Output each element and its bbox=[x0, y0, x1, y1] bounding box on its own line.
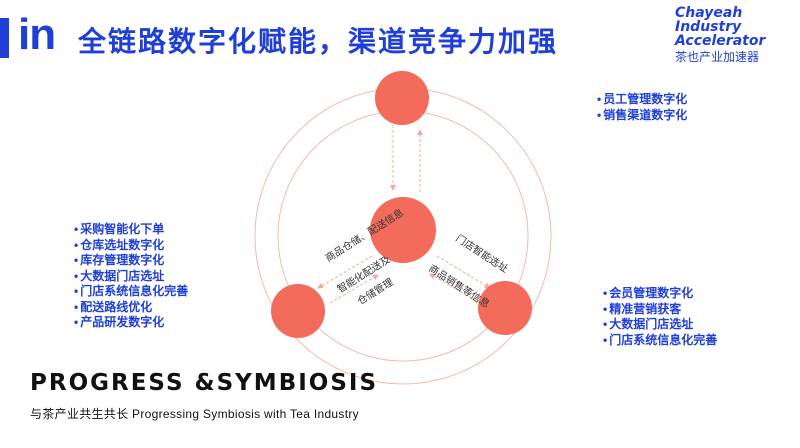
list-item: 精准营销获客 bbox=[603, 302, 717, 318]
label-right-top: 门店智能选址 bbox=[453, 232, 510, 276]
footer-title: PROGRESS &SYMBIOSIS bbox=[30, 370, 379, 396]
list-item: 大数据门店选址 bbox=[603, 317, 717, 333]
list-item: 配送路线优化 bbox=[74, 300, 188, 316]
brand-logo: Chayeah Industry Accelerator 茶也产业加速器 bbox=[675, 6, 790, 64]
node-left bbox=[271, 284, 325, 338]
connector-left-in bbox=[329, 274, 379, 304]
list-item: 门店系统信息化完善 bbox=[74, 284, 188, 300]
list-bottom-right: 会员管理数字化 精准营销获客 大数据门店选址 门店系统信息化完善 bbox=[603, 286, 717, 348]
connector-right-out bbox=[436, 255, 491, 289]
list-item: 会员管理数字化 bbox=[603, 286, 717, 302]
brand-line-3: Accelerator bbox=[675, 33, 766, 49]
list-item: 库存管理数字化 bbox=[74, 253, 188, 269]
brand-line-1: Chayeah bbox=[675, 5, 743, 21]
list-top-right: 员工管理数字化 销售渠道数字化 bbox=[597, 92, 687, 123]
brand-chinese-name: 茶也产业加速器 bbox=[675, 50, 760, 64]
list-item: 仓库选址数字化 bbox=[74, 238, 188, 254]
list-item: 大数据门店选址 bbox=[74, 269, 188, 285]
in-logo: in bbox=[18, 10, 56, 59]
brand-line-2: Industry bbox=[675, 19, 742, 35]
header-accent-bar bbox=[0, 18, 9, 58]
connector-left-out bbox=[317, 255, 373, 289]
list-item: 员工管理数字化 bbox=[597, 92, 687, 108]
list-left: 采购智能化下单 仓库选址数字化 库存管理数字化 大数据门店选址 门店系统信息化完… bbox=[74, 222, 188, 331]
page-title: 全链路数字化赋能，渠道竞争力加强 bbox=[78, 26, 559, 57]
node-top bbox=[375, 71, 429, 125]
list-item: 门店系统信息化完善 bbox=[603, 333, 717, 349]
list-item: 采购智能化下单 bbox=[74, 222, 188, 238]
node-right bbox=[478, 281, 532, 335]
list-item: 销售渠道数字化 bbox=[597, 108, 687, 124]
node-center bbox=[370, 197, 436, 263]
list-item: 产品研发数字化 bbox=[74, 315, 188, 331]
footer-subtitle: 与茶产业共生共长 Progressing Symbiosis with Tea … bbox=[30, 407, 359, 421]
